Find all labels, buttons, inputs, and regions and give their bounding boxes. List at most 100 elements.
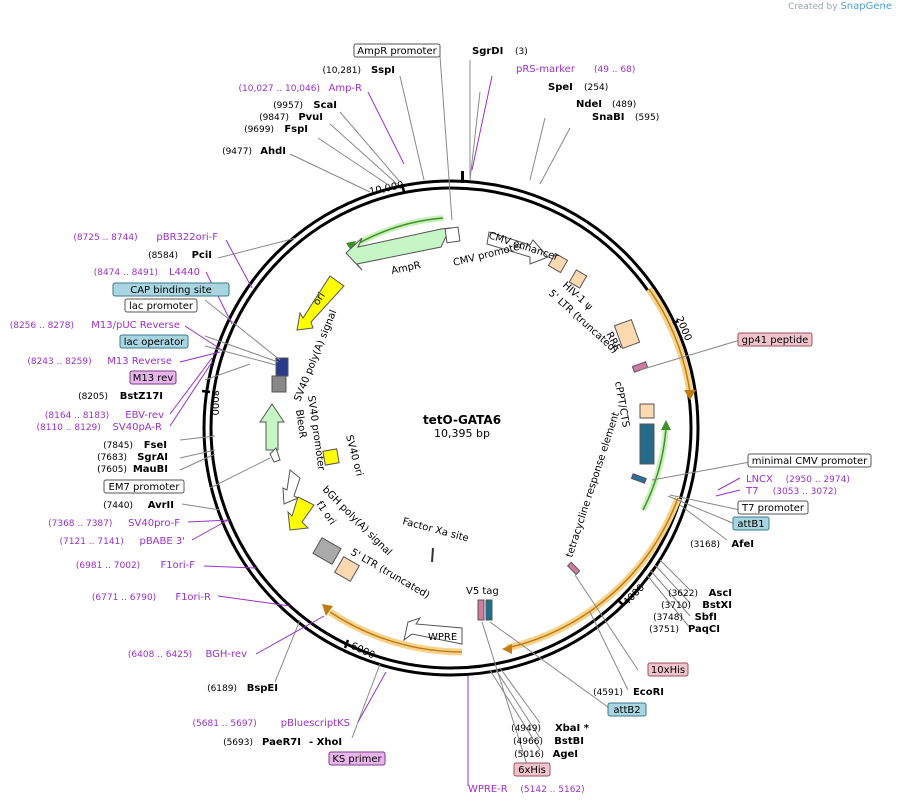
ltr3-box (334, 556, 360, 582)
enzyme-pos-pcii: (8584) (148, 251, 178, 261)
wpre-arrow (403, 617, 463, 645)
min-cmv-mark (630, 473, 647, 484)
box-lac-promoter (124, 298, 198, 313)
box-label-attb1: attB1 (737, 519, 764, 530)
label-sv40-ori: SV40 ori (343, 434, 365, 478)
enzyme-pos-maubi: (7605) (97, 465, 127, 475)
primer-t7: T7 (745, 486, 758, 497)
enzyme-sgrai: SgrAI (137, 452, 168, 463)
enzyme-maubi: MauBI (133, 464, 168, 475)
orange-arrowhead-3 (322, 604, 333, 616)
enzyme-xbai: XbaI * (555, 723, 590, 734)
box-label-gp41: gp41 peptide (742, 335, 809, 346)
enzyme-pos-spei: (254) (584, 83, 608, 93)
green-arc-right-line (642, 427, 667, 511)
enzyme-pos-paer7i: (5693) (223, 738, 253, 748)
label-bleor: BleoR (293, 409, 308, 439)
enzyme-paqci: PaqCI (688, 624, 720, 635)
cppt-box (639, 403, 655, 419)
enzyme-pos-sbfi: (3748) (653, 613, 683, 623)
label-tre: tetracycline response element (564, 411, 622, 559)
primer-l4440: L4440 (169, 267, 200, 278)
box-m13-rev (129, 370, 177, 385)
enzyme-afei: AfeI (731, 539, 754, 550)
enzyme-bspei: BspEI (247, 683, 278, 694)
snapgene-credit: Created by SnapGene (788, 1, 892, 12)
enzyme-pos-fspi: (9699) (244, 125, 274, 135)
green-arrowhead-2 (661, 420, 671, 430)
v5-box (477, 599, 485, 621)
enzyme-pos-afei: (3168) (690, 540, 720, 550)
primer-pos-sv40par: (8110 .. 8129) (37, 423, 101, 433)
enzyme-pos-pvui: (9847) (259, 113, 289, 123)
enzyme-asci: AscI (709, 588, 732, 599)
enzyme-bstbi: BstBI (554, 736, 584, 747)
primer-sv40par: SV40pA-R (113, 422, 162, 433)
enzyme-pos-avrii: (7440) (103, 501, 133, 511)
enzyme-pos-scai: (9957) (273, 101, 303, 111)
tick-10000 (400, 183, 406, 193)
box-ampr-promoter (353, 43, 441, 58)
enzyme-snabi: SnaBI (592, 112, 624, 123)
primer-pos-f1orir: (6771 .. 6790) (92, 593, 156, 603)
ltr5-box (568, 269, 588, 289)
enzyme-pos-paqci: (3751) (649, 625, 679, 635)
enzyme-fsei: FseI (144, 440, 167, 451)
primer-pbluescriptks: pBluescriptKS (281, 718, 350, 729)
box-cap-binding-site (112, 282, 230, 297)
ampr-arrow (345, 227, 451, 271)
enzyme-pos-agei: (5016) (514, 750, 544, 760)
primer-pos-prsmarker: (49 .. 68) (594, 65, 635, 75)
primer-ebvrev: EBV-rev (125, 410, 164, 421)
enzyme-pos-bstz17i: (8205) (78, 392, 108, 402)
box-label-attb2: attB2 (613, 705, 640, 716)
enzyme-pos-ahdi: (9477) (222, 147, 252, 157)
sv40-polya-inner (271, 375, 287, 393)
bleor-arrow (259, 403, 285, 451)
primer-ampr: Amp-R (329, 83, 363, 94)
enzyme-bstz17i: BstZ17I (120, 391, 163, 402)
box-ks-primer (328, 751, 386, 766)
box-label-ampr-promoter: AmpR promoter (357, 46, 437, 57)
enzyme-pos-xbai: (4949) (511, 724, 541, 734)
label-ltr3: 5' LTR (truncated) (349, 547, 432, 601)
enzyme-agei: AgeI (553, 749, 578, 760)
primer-m13reverse: M13 Reverse (107, 356, 172, 367)
orange-arrowhead-2 (502, 644, 512, 654)
box-label-em7-promoter: EM7 promoter (109, 482, 181, 493)
enzyme-pos-sgrdi: (3) (515, 47, 528, 57)
box-label-x6his: 6xHis (518, 765, 546, 776)
primer-prsmarker: pRS-marker (516, 64, 576, 75)
label-v5: V5 tag (466, 586, 499, 597)
primer-lncx: LNCX (746, 474, 773, 485)
box-em7-promoter (103, 479, 185, 494)
orange-arrowhead-1 (684, 390, 696, 400)
backbone-outer (202, 179, 700, 677)
v5-box-b (485, 599, 493, 621)
credit-prefix: Created by (788, 2, 838, 12)
primer-m13pucreverse: M13/pUC Reverse (91, 320, 180, 331)
primer-pos-lncx: (2950 .. 2974) (786, 475, 850, 485)
primer-f1orif: F1ori-F (161, 560, 196, 571)
primer-f1orir: F1ori-R (175, 592, 211, 603)
box-x6his (513, 762, 551, 777)
tre-box (639, 423, 655, 465)
box-label-m13-rev: M13 rev (133, 373, 174, 384)
primer-pbabe3: pBABE 3' (139, 536, 185, 547)
hiv-psi-box (547, 252, 569, 274)
box-label-cap-binding-site: CAP binding site (130, 285, 212, 296)
box-attb1 (732, 516, 770, 531)
primer-pos-m13pucreverse: (8256 .. 8278) (10, 321, 74, 331)
box-t7-promoter (737, 500, 809, 515)
box-label-x10his: 10xHis (651, 665, 685, 676)
ruler-8000: 8000 (209, 390, 220, 415)
plasmid-name: tetO-GATA6 (423, 413, 501, 427)
ruler-10000: 10,000 (368, 180, 405, 198)
factor-xa-mark (431, 547, 434, 563)
enzyme-paer7i: PaeR7I (262, 737, 301, 748)
primer-pos-l4440: (8474 .. 8491) (94, 268, 158, 278)
primer-pos-pbabe3: (7121 .. 7141) (60, 537, 124, 547)
credit-brand: SnapGene (840, 1, 892, 12)
label-ampr: AmpR (390, 260, 422, 277)
enzyme-ecori: EcoRI (633, 687, 664, 698)
